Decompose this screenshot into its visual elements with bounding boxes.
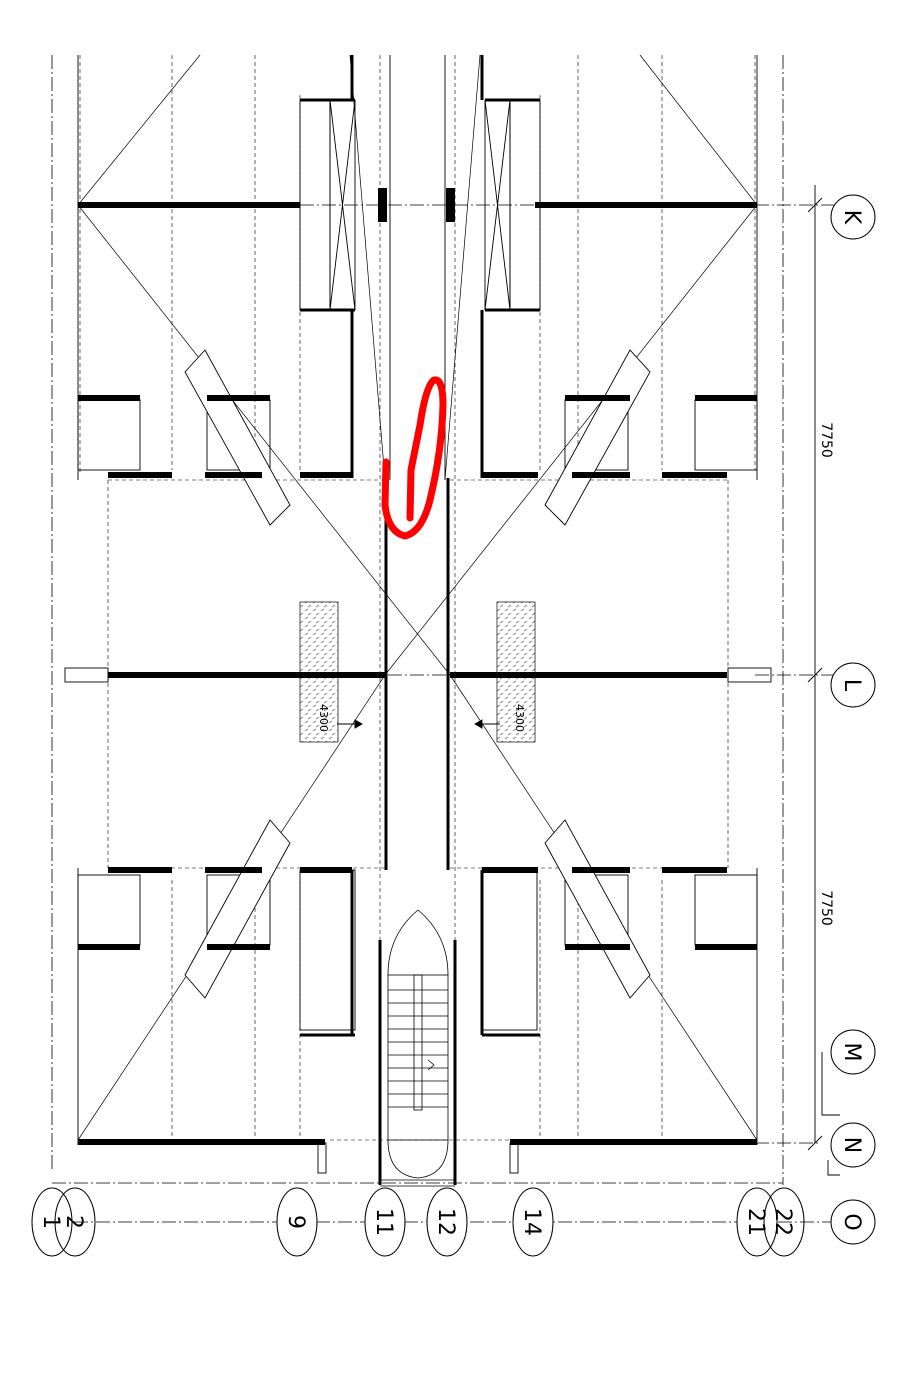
bracing-boxes (184, 349, 651, 999)
grid-bubble-1: 1 (31, 1187, 73, 1257)
grid-bubble-m: M (830, 1029, 876, 1075)
hidden-lines (79, 55, 756, 1180)
core-walls (300, 55, 540, 1185)
grid-bubble-14: 14 (512, 1187, 554, 1257)
grid-label-14: 14 (519, 1208, 544, 1236)
grid-label-n: N (839, 1137, 864, 1153)
grid-bubble-9: 9 (276, 1187, 318, 1257)
grid-bubble-n: N (830, 1122, 876, 1168)
grid-bubble-11: 11 (364, 1187, 406, 1257)
grid-bubble-k: K (830, 194, 876, 240)
level-label-right: 4300 (513, 704, 526, 732)
grid-label-k: K (839, 210, 864, 225)
level-label-left-group: 4300 (317, 704, 330, 732)
level-label-right-group: 4300 (513, 704, 526, 732)
grid-bubble-22: 22 (763, 1187, 805, 1257)
columns (378, 188, 455, 222)
grid-label-l: L (839, 679, 864, 692)
grid-label-1: 1 (38, 1215, 63, 1229)
dimension-text-lower: 7750 (818, 890, 834, 926)
diagonal-lines (77, 54, 758, 1141)
outer-grid-lines (51, 55, 840, 1223)
grid-label-o: O (839, 1213, 864, 1230)
grid-label-9: 9 (283, 1215, 308, 1229)
grid-label-11: 11 (371, 1208, 396, 1236)
grid-label-12: 12 (433, 1208, 458, 1236)
level-arrows (337, 719, 500, 729)
grid-label-22: 22 (770, 1208, 795, 1236)
level-label-left: 4300 (317, 704, 330, 732)
grid-label-2: 2 (61, 1215, 86, 1229)
stair (380, 909, 455, 1187)
dimension-label-lower: 7750 (818, 890, 834, 926)
grid-bubble-12: 12 (426, 1187, 468, 1257)
heavy-walls (78, 202, 757, 1145)
thin-outlines (64, 55, 772, 1174)
dimension-text-upper: 7750 (818, 422, 834, 458)
grid-bubble-2: 2 (54, 1187, 96, 1257)
grid-bubble-l: L (830, 662, 876, 708)
grid-bubble-o: O (830, 1199, 876, 1245)
dimension-label-upper: 7750 (818, 422, 834, 458)
red-markup-ellipse (381, 376, 447, 540)
dimension-line (807, 185, 840, 1176)
grid-label-m: M (839, 1043, 864, 1062)
